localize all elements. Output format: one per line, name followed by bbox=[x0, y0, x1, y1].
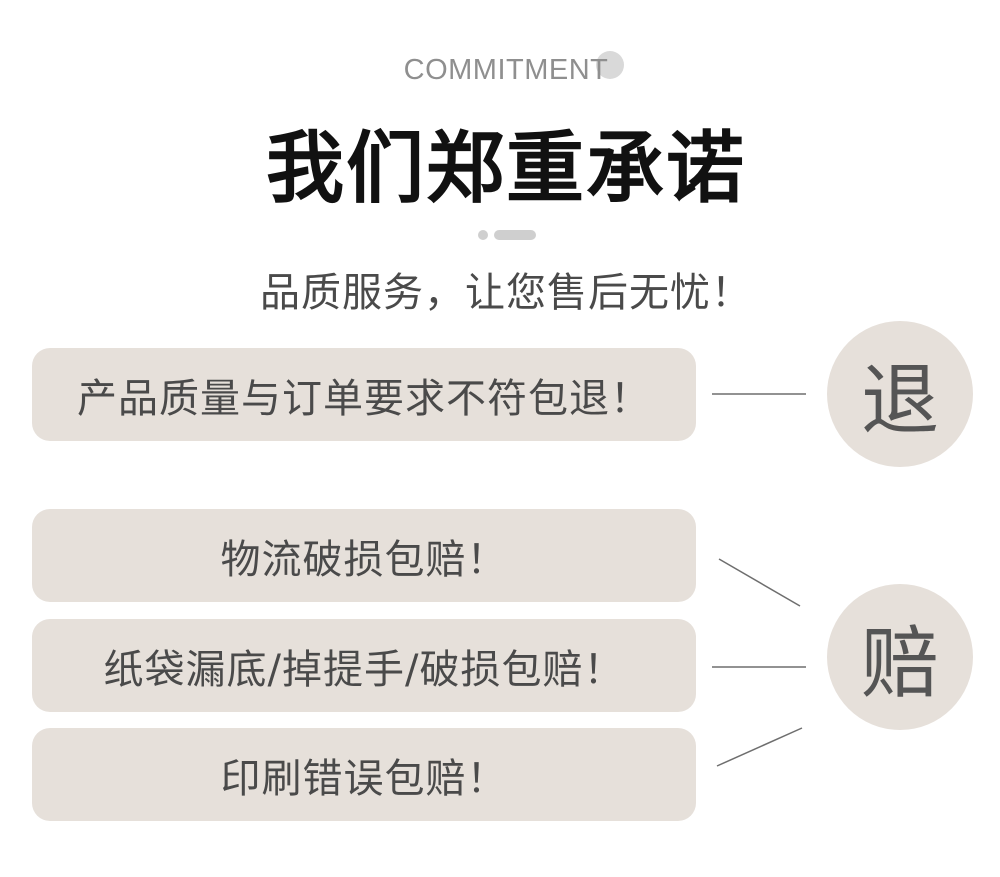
compensate-bag-pill: 纸袋漏底/掉提手/破损包赔！ bbox=[32, 619, 696, 712]
page-subtitle: 品质服务，让您售后无忧！ bbox=[260, 270, 752, 316]
return-policy-pill: 产品质量与订单要求不符包退！ bbox=[32, 348, 696, 441]
page-title: 我们郑重承诺 bbox=[265, 124, 746, 214]
divider-dot bbox=[478, 230, 488, 240]
compensate-print-pill: 印刷错误包赔！ bbox=[32, 728, 696, 821]
compensate-connector-line-top bbox=[718, 558, 801, 607]
compensate-connector-line-bottom bbox=[716, 727, 803, 767]
divider-bar bbox=[494, 230, 536, 240]
compensate-badge: 赔 bbox=[827, 584, 973, 730]
eyebrow-text: COMMITMENT bbox=[403, 54, 609, 86]
decorative-dot bbox=[596, 51, 624, 79]
compensate-shipping-pill: 物流破损包赔！ bbox=[32, 509, 696, 602]
return-badge: 退 bbox=[827, 321, 973, 467]
